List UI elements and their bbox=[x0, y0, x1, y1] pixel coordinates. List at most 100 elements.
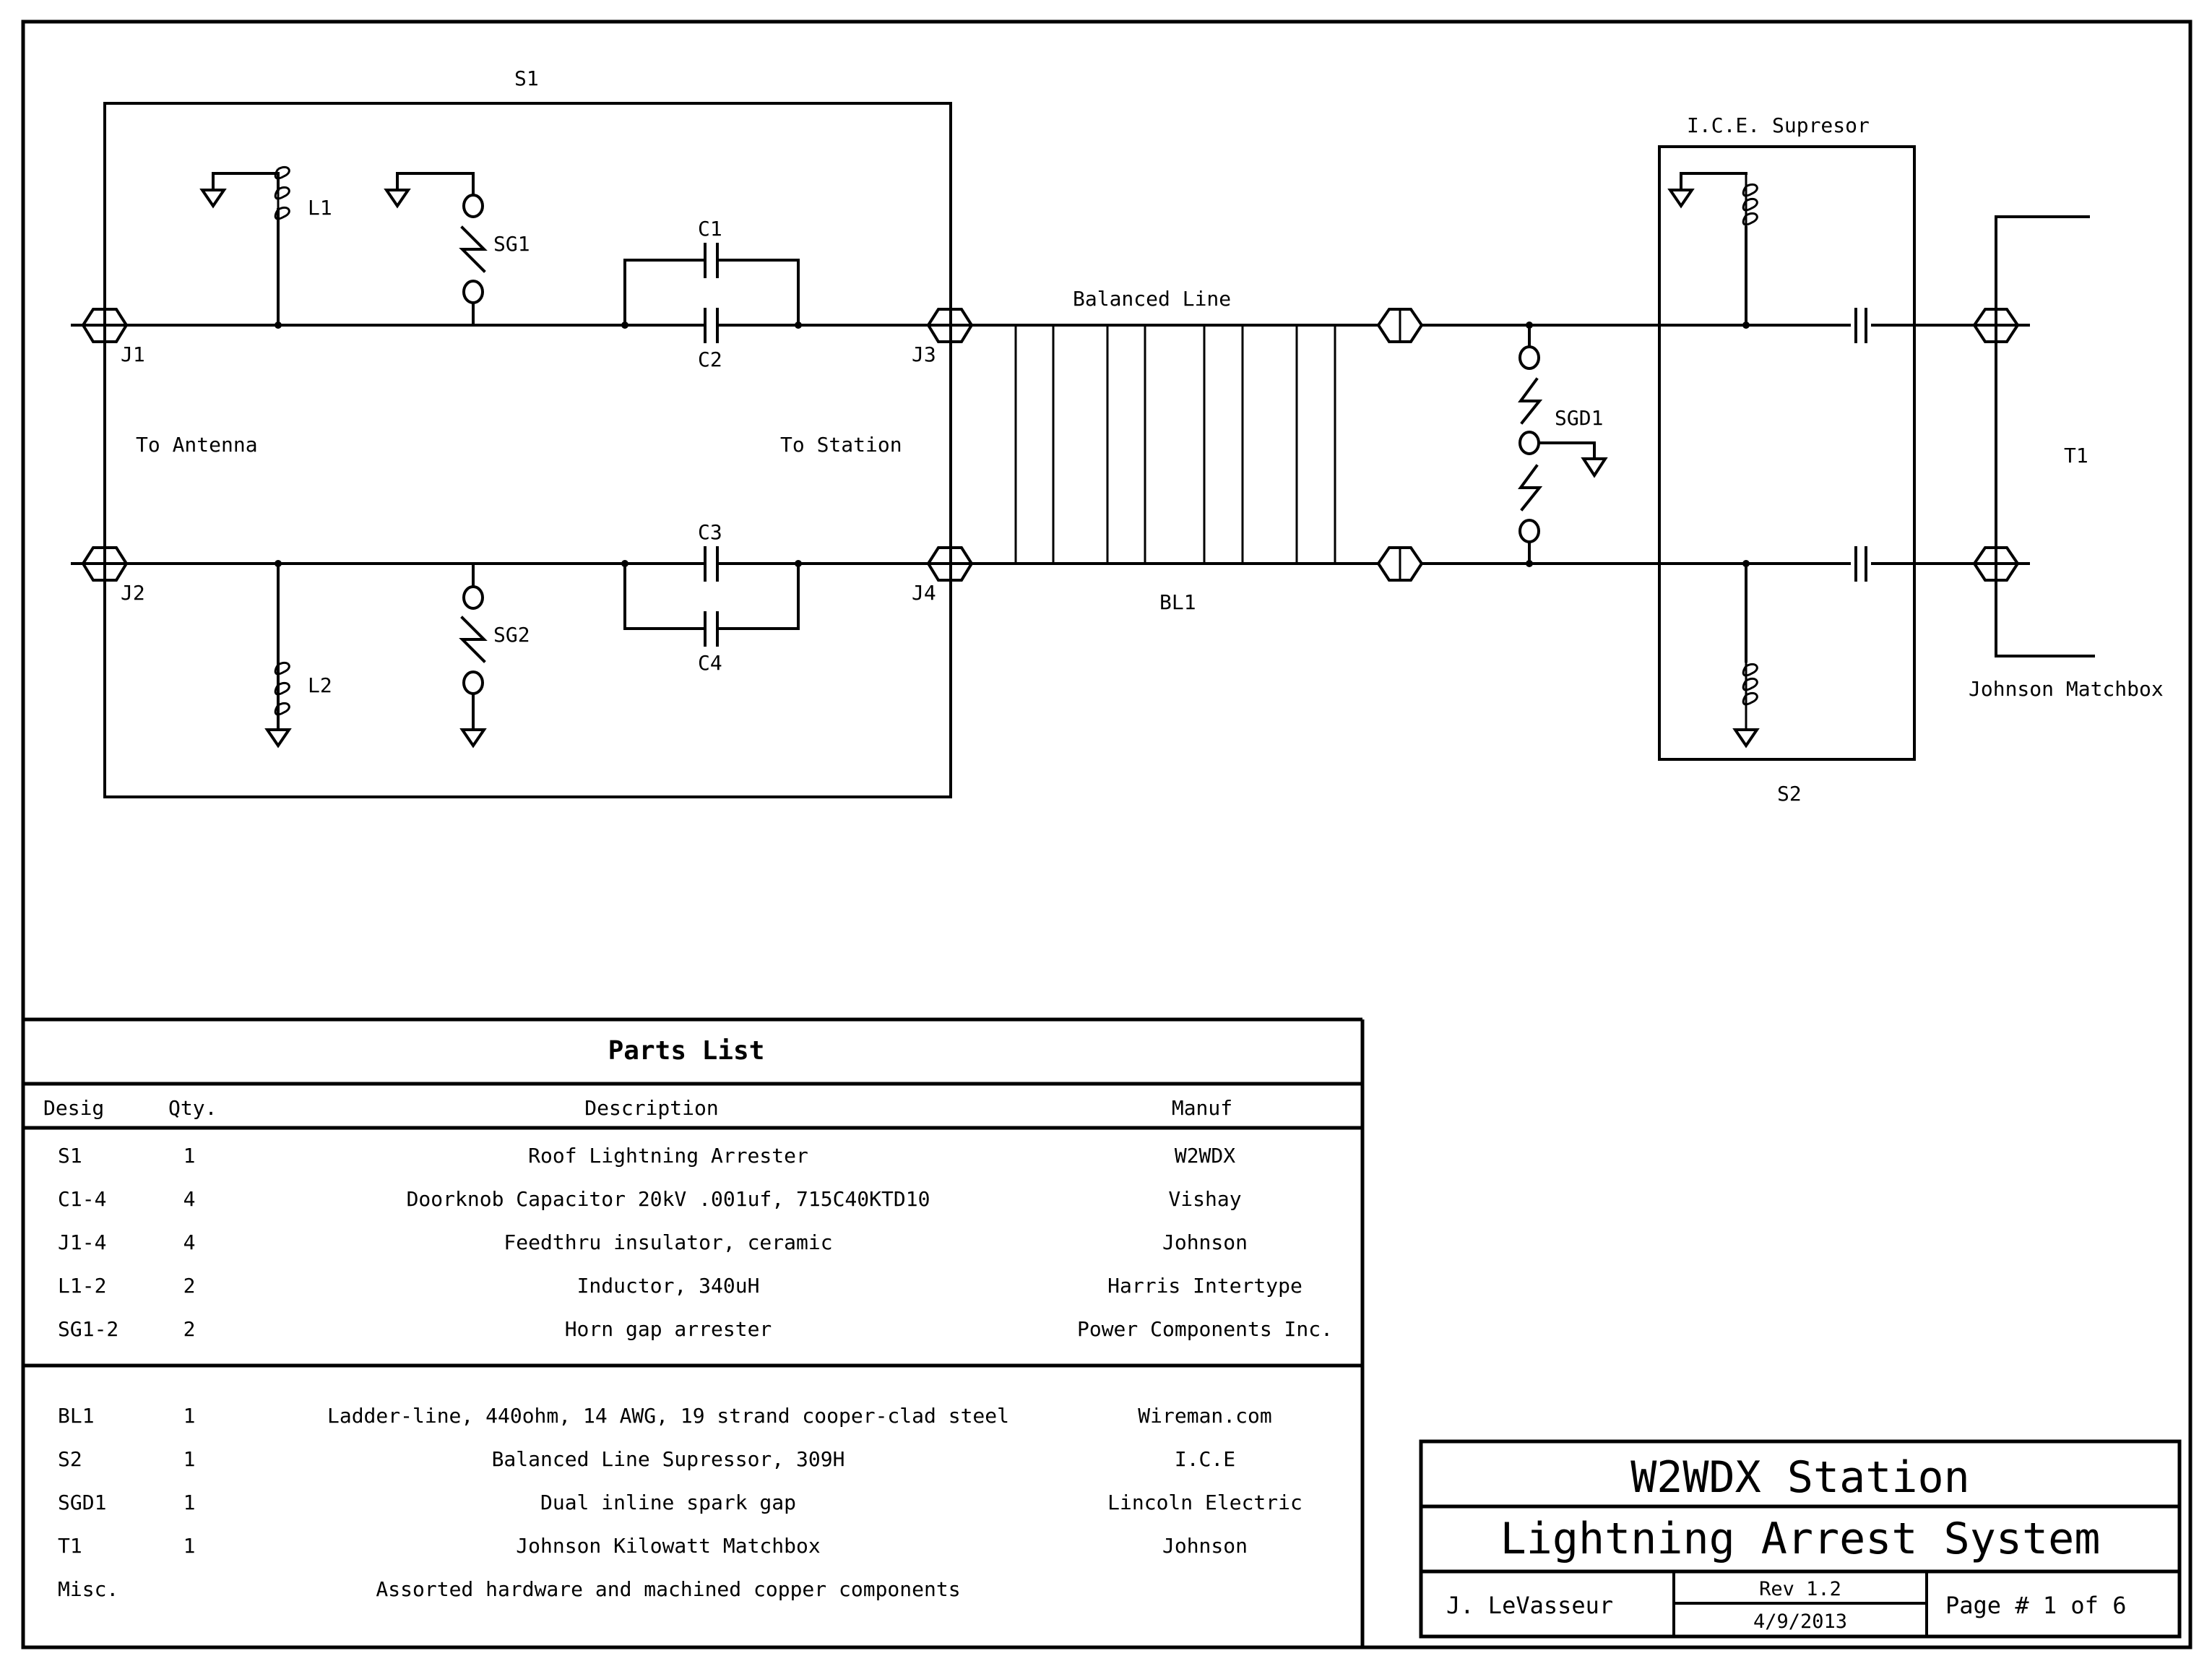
ground-icon bbox=[199, 189, 227, 209]
cell-qty: 1 bbox=[183, 1534, 196, 1558]
cell-desig: S1 bbox=[58, 1144, 82, 1168]
table-row: S2 1 Balanced Line Supressor, 309H I.C.E bbox=[58, 1447, 1235, 1471]
ground-icon bbox=[384, 189, 411, 209]
sg1-label: SG1 bbox=[493, 232, 530, 256]
cell-manuf: Johnson bbox=[1162, 1534, 1248, 1558]
table-row: C1-4 4 Doorknob Capacitor 20kV .001uf, 715… bbox=[58, 1187, 1242, 1211]
balanced-line-bl1 bbox=[970, 308, 1424, 582]
cell-description: Horn gap arrester bbox=[565, 1317, 772, 1341]
j1-label: J1 bbox=[121, 342, 145, 366]
cell-qty: 2 bbox=[183, 1274, 196, 1298]
cell-desig: SG1-2 bbox=[58, 1317, 118, 1341]
cell-qty: 4 bbox=[183, 1230, 196, 1254]
sgd1-label: SGD1 bbox=[1555, 406, 1603, 430]
inductor-l2 bbox=[264, 560, 292, 749]
title-block: W2WDX Station Lightning Arrest System J.… bbox=[1419, 1439, 2182, 1639]
cell-description: Inductor, 340uH bbox=[577, 1274, 760, 1298]
title-line2: Lightning Arrest System bbox=[1500, 1514, 2101, 1564]
insulator-j1 bbox=[81, 308, 129, 343]
cell-desig: BL1 bbox=[58, 1404, 95, 1428]
cell-description: Johnson Kilowatt Matchbox bbox=[516, 1534, 820, 1558]
title-line1: W2WDX Station bbox=[1630, 1452, 1970, 1503]
cell-desig: S2 bbox=[58, 1447, 82, 1471]
cell-qty: 1 bbox=[183, 1144, 196, 1168]
parts-list-title: Parts List bbox=[608, 1036, 765, 1066]
cell-description: Assorted hardware and machined copper co… bbox=[376, 1577, 960, 1601]
col-description: Description bbox=[584, 1096, 718, 1120]
date: 4/9/2013 bbox=[1753, 1610, 1847, 1633]
cell-desig: C1-4 bbox=[58, 1187, 106, 1211]
cell-description: Roof Lightning Arrester bbox=[528, 1144, 808, 1168]
l2-label: L2 bbox=[308, 673, 332, 697]
cell-qty: 2 bbox=[183, 1317, 196, 1341]
col-desig: Desig bbox=[43, 1096, 104, 1120]
l1-label: L1 bbox=[308, 196, 332, 220]
cell-manuf: I.C.E bbox=[1175, 1447, 1235, 1471]
ground-icon bbox=[1581, 457, 1608, 478]
ladder-rungs bbox=[1014, 325, 1336, 564]
j2-label: J2 bbox=[121, 581, 145, 605]
t1-label: T1 bbox=[2064, 444, 2088, 467]
revision: Rev 1.2 bbox=[1759, 1578, 1841, 1600]
johnson-matchbox-label: Johnson Matchbox bbox=[1969, 677, 2164, 701]
s2-label: S2 bbox=[1777, 782, 1802, 806]
cell-description: Balanced Line Supressor, 309H bbox=[492, 1447, 845, 1471]
sg2-label: SG2 bbox=[493, 623, 530, 647]
s1-box bbox=[103, 102, 952, 798]
cell-desig: T1 bbox=[58, 1534, 82, 1558]
c3-label: C3 bbox=[698, 520, 722, 544]
c1-label: C1 bbox=[698, 217, 722, 241]
ground-icon bbox=[1667, 189, 1695, 209]
insulator-t1-top bbox=[1972, 308, 2020, 343]
author: J. LeVasseur bbox=[1446, 1592, 1613, 1619]
balanced-line-label: Balanced Line bbox=[1073, 287, 1231, 311]
parts-list: Parts List Desig Qty. Description Manuf … bbox=[23, 1017, 1365, 1647]
table-row: T1 1 Johnson Kilowatt Matchbox Johnson bbox=[58, 1534, 1248, 1558]
cell-qty: 1 bbox=[183, 1447, 196, 1471]
insulator-t1-bottom bbox=[1972, 546, 2020, 582]
cell-description: Feedthru insulator, ceramic bbox=[504, 1230, 832, 1254]
col-qty: Qty. bbox=[168, 1096, 217, 1120]
table-row: L1-2 2 Inductor, 340uH Harris Intertype bbox=[58, 1274, 1302, 1298]
sheet-border bbox=[21, 20, 2192, 1649]
j3-label: J3 bbox=[912, 342, 936, 366]
col-manuf: Manuf bbox=[1172, 1096, 1232, 1120]
dual-spark-gap-sgd1 bbox=[1518, 322, 1608, 567]
cell-manuf: Wireman.com bbox=[1138, 1404, 1271, 1428]
cell-manuf: Vishay bbox=[1168, 1187, 1241, 1211]
ice-supressor-s2 bbox=[1658, 145, 1916, 761]
capacitors-c3-c4 bbox=[621, 546, 802, 647]
bl1-label: BL1 bbox=[1159, 590, 1196, 614]
cell-qty: 4 bbox=[183, 1187, 196, 1211]
cell-manuf: Harris Intertype bbox=[1107, 1274, 1302, 1298]
j4-label: J4 bbox=[912, 581, 936, 605]
ice-supresor-label: I.C.E. Supresor bbox=[1687, 113, 1870, 137]
ground-icon bbox=[1732, 728, 1760, 749]
cell-qty: 1 bbox=[183, 1404, 196, 1428]
cell-desig: L1-2 bbox=[58, 1274, 106, 1298]
cell-description: Ladder-line, 440ohm, 14 AWG, 19 strand c… bbox=[327, 1404, 1009, 1428]
cell-qty: 1 bbox=[183, 1491, 196, 1514]
parts-group2: BL1 1 Ladder-line, 440ohm, 14 AWG, 19 stra… bbox=[58, 1404, 1302, 1601]
cell-desig: SGD1 bbox=[58, 1491, 106, 1514]
cell-manuf: Lincoln Electric bbox=[1107, 1491, 1302, 1514]
cell-desig: J1-4 bbox=[58, 1230, 106, 1254]
spark-gap-sg2 bbox=[459, 562, 488, 749]
ground-icon bbox=[264, 728, 292, 749]
to-antenna-label: To Antenna bbox=[136, 433, 258, 457]
cell-desig: Misc. bbox=[58, 1577, 118, 1601]
cell-description: Doorknob Capacitor 20kV .001uf, 715C40KT… bbox=[407, 1187, 930, 1211]
table-row: BL1 1 Ladder-line, 440ohm, 14 AWG, 19 stra… bbox=[58, 1404, 1272, 1428]
to-station-label: To Station bbox=[780, 433, 902, 457]
ground-icon bbox=[459, 728, 487, 749]
matchbox-t1 bbox=[1972, 215, 2095, 657]
capacitors-c1-c2 bbox=[621, 243, 802, 343]
table-row: Misc. Assorted hardware and machined copp… bbox=[58, 1577, 961, 1601]
inductor-l1 bbox=[199, 165, 290, 329]
